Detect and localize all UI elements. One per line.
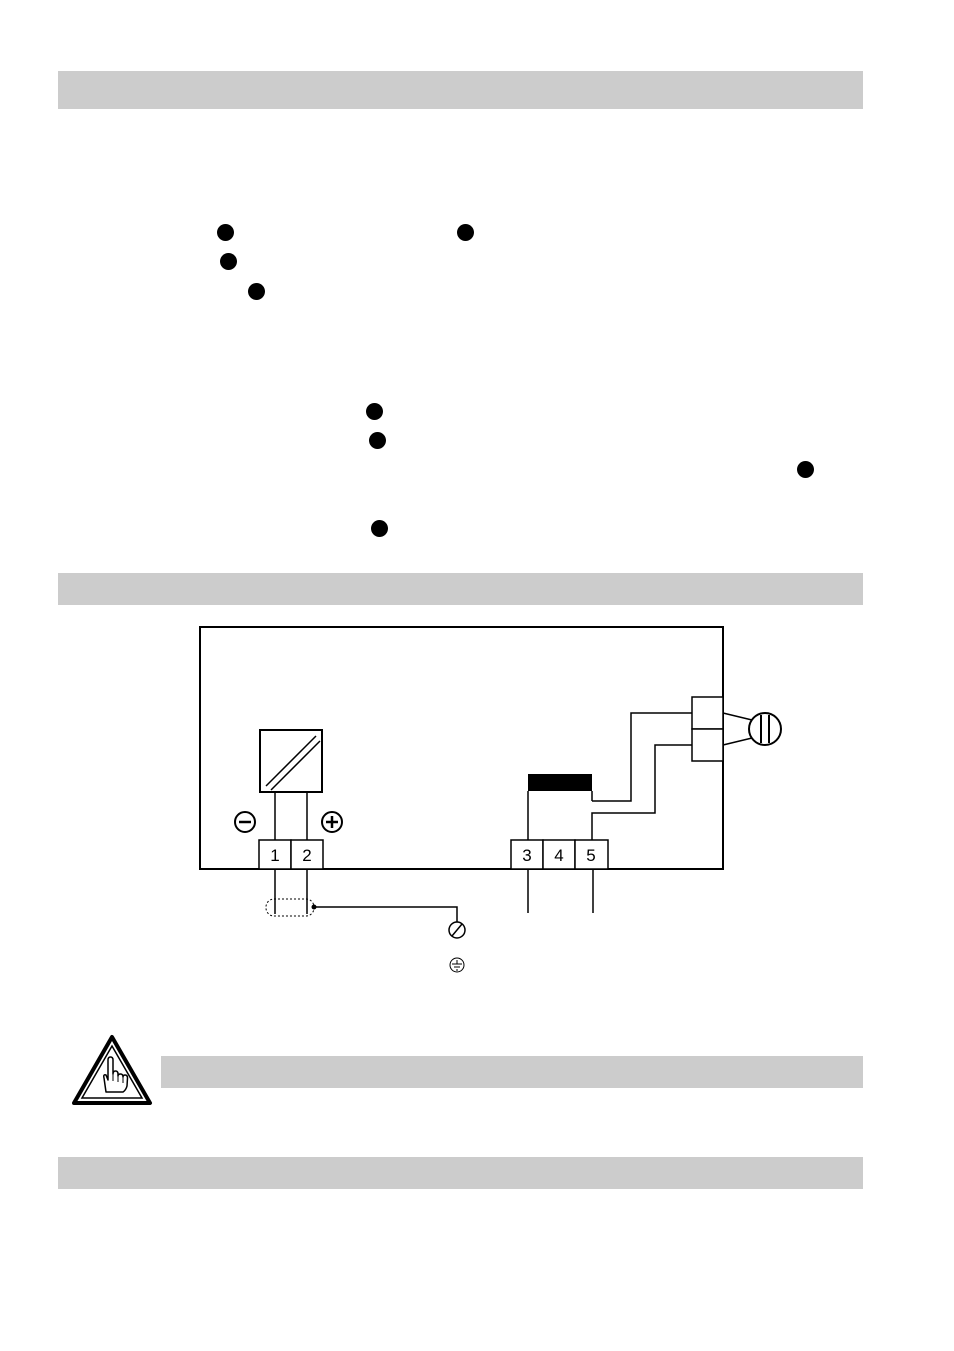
- valve-icon: [691, 696, 782, 762]
- warning-hand-icon: [72, 1035, 152, 1105]
- warning-header-bar: [161, 1056, 863, 1088]
- terminal-3-label: 3: [522, 846, 531, 865]
- terminal-1-label: 1: [270, 846, 279, 865]
- terminal-block-output: 3 4 5: [510, 839, 609, 913]
- protective-earth-icon: [449, 957, 465, 973]
- section-header-bar-2: [58, 573, 863, 605]
- functional-earth-icon: [448, 921, 466, 939]
- marker-bullet-icon: [217, 224, 234, 241]
- minus-polarity-icon: [234, 811, 256, 833]
- marker-bullet-icon: [797, 461, 814, 478]
- terminal-2-label: 2: [302, 846, 311, 865]
- terminal-block-supply: 1 2: [258, 839, 324, 870]
- marker-bullet-icon: [457, 224, 474, 241]
- marker-bullet-icon: [369, 432, 386, 449]
- terminal-4-label: 4: [554, 846, 563, 865]
- terminal-5-label: 5: [586, 846, 595, 865]
- marker-bullet-icon: [366, 403, 383, 420]
- power-supply-icon: [259, 729, 323, 840]
- section-header-bar-1: [58, 71, 863, 109]
- plus-polarity-icon: [321, 811, 343, 833]
- relay-contact-icon: [527, 712, 692, 840]
- marker-bullet-icon: [248, 283, 265, 300]
- marker-bullet-icon: [371, 520, 388, 537]
- device-housing: [199, 626, 724, 870]
- supply-cable: [265, 869, 458, 922]
- section-header-bar-3: [58, 1157, 863, 1189]
- marker-bullet-icon: [220, 253, 237, 270]
